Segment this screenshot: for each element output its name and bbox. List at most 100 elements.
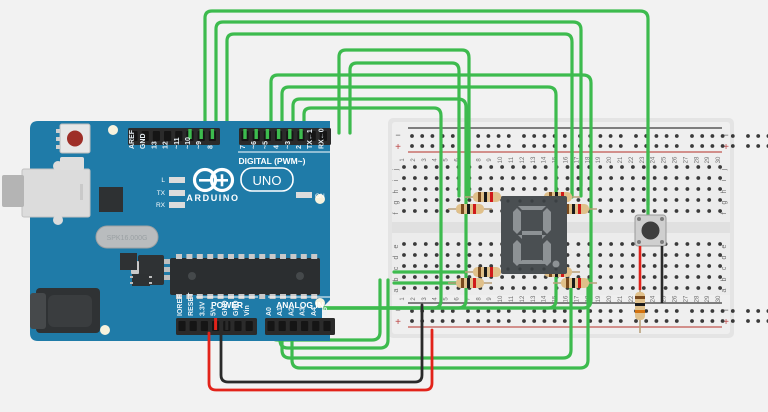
breadboard-hole[interactable] bbox=[718, 187, 722, 191]
rail-hole[interactable] bbox=[496, 144, 501, 148]
breadboard-hole[interactable] bbox=[718, 176, 722, 180]
breadboard-hole[interactable] bbox=[456, 264, 461, 268]
breadboard-hole[interactable] bbox=[576, 176, 581, 180]
breadboard-hole[interactable] bbox=[423, 253, 428, 257]
breadboard-hole[interactable] bbox=[467, 264, 472, 268]
rail-hole[interactable] bbox=[562, 309, 567, 313]
breadboard-hole[interactable] bbox=[543, 286, 548, 290]
breadboard-hole[interactable] bbox=[609, 176, 613, 180]
breadboard-hole[interactable] bbox=[543, 176, 548, 180]
breadboard-hole[interactable] bbox=[445, 198, 450, 202]
breadboard-hole[interactable] bbox=[685, 176, 690, 180]
breadboard-hole[interactable] bbox=[641, 176, 646, 180]
rail-hole[interactable] bbox=[486, 319, 491, 323]
digital-header-right[interactable] bbox=[239, 128, 331, 145]
breadboard-hole[interactable] bbox=[609, 198, 613, 202]
breadboard-hole[interactable] bbox=[663, 198, 668, 202]
rail-hole[interactable] bbox=[552, 309, 557, 313]
rail-hole[interactable] bbox=[674, 144, 679, 148]
breadboard-hole[interactable] bbox=[641, 264, 646, 268]
breadboard-hole[interactable] bbox=[696, 264, 701, 268]
rail-hole[interactable] bbox=[730, 144, 735, 148]
rail-hole[interactable] bbox=[476, 134, 481, 138]
breadboard-hole[interactable] bbox=[423, 187, 428, 191]
header-socket[interactable] bbox=[301, 321, 309, 331]
rail-hole[interactable] bbox=[522, 134, 526, 138]
breadboard-hole[interactable] bbox=[576, 275, 581, 279]
rail-hole[interactable] bbox=[506, 319, 511, 323]
breadboard-hole[interactable] bbox=[663, 176, 668, 180]
breadboard-hole[interactable] bbox=[674, 253, 679, 257]
rail-hole[interactable] bbox=[710, 134, 715, 138]
rail-hole[interactable] bbox=[542, 144, 547, 148]
header-socket[interactable] bbox=[319, 131, 327, 141]
breadboard-hole[interactable] bbox=[663, 165, 668, 169]
breadboard-hole[interactable] bbox=[402, 198, 406, 202]
rail-hole[interactable] bbox=[532, 134, 537, 138]
header-socket[interactable] bbox=[178, 321, 186, 331]
breadboard-hole[interactable] bbox=[413, 198, 417, 202]
breadboard-hole[interactable] bbox=[402, 275, 406, 279]
breadboard-hole[interactable] bbox=[598, 275, 603, 279]
wire-green-2[interactable] bbox=[214, 20, 583, 198]
breadboard-hole[interactable] bbox=[434, 275, 439, 279]
breadboard-hole[interactable] bbox=[620, 165, 624, 169]
breadboard-hole[interactable] bbox=[718, 165, 722, 169]
breadboard-hole[interactable] bbox=[696, 253, 701, 257]
breadboard-hole[interactable] bbox=[413, 165, 417, 169]
breadboard-hole[interactable] bbox=[576, 242, 581, 246]
breadboard-hole[interactable] bbox=[598, 253, 603, 257]
breadboard-hole[interactable] bbox=[663, 275, 668, 279]
breadboard-hole[interactable] bbox=[413, 286, 417, 290]
wire-green-5[interactable] bbox=[348, 61, 461, 198]
breadboard-hole[interactable] bbox=[631, 242, 635, 246]
reset-button[interactable] bbox=[56, 123, 91, 170]
wire-red-5v[interactable] bbox=[207, 328, 434, 392]
breadboard-hole[interactable] bbox=[631, 209, 635, 213]
breadboard-hole[interactable] bbox=[696, 187, 701, 191]
breadboard-hole[interactable] bbox=[456, 253, 461, 257]
rail-hole[interactable] bbox=[562, 319, 567, 323]
resistor-upper-right-2[interactable] bbox=[553, 204, 597, 214]
breadboard-hole[interactable] bbox=[511, 187, 515, 191]
rail-hole[interactable] bbox=[690, 319, 694, 323]
header-socket[interactable] bbox=[175, 131, 183, 141]
breadboard-hole[interactable] bbox=[620, 187, 624, 191]
breadboard-hole[interactable] bbox=[467, 253, 472, 257]
header-socket[interactable] bbox=[289, 321, 297, 331]
breadboard-hole[interactable] bbox=[576, 165, 581, 169]
breadboard-hole[interactable] bbox=[652, 165, 657, 169]
rail-hole[interactable] bbox=[522, 309, 526, 313]
breadboard-hole[interactable] bbox=[500, 286, 504, 290]
rail-hole[interactable] bbox=[664, 319, 669, 323]
breadboard-hole[interactable] bbox=[445, 242, 450, 246]
rail-hole[interactable] bbox=[410, 144, 414, 148]
rail-hole[interactable] bbox=[450, 144, 455, 148]
breadboard-hole[interactable] bbox=[598, 198, 603, 202]
breadboard-hole[interactable] bbox=[641, 187, 646, 191]
rail-hole[interactable] bbox=[674, 319, 679, 323]
breadboard-hole[interactable] bbox=[598, 176, 603, 180]
rail-hole[interactable] bbox=[654, 319, 659, 323]
breadboard-hole[interactable] bbox=[489, 286, 494, 290]
rail-hole[interactable] bbox=[542, 319, 547, 323]
breadboard-hole[interactable] bbox=[707, 209, 712, 213]
breadboard-hole[interactable] bbox=[532, 165, 537, 169]
breadboard-hole[interactable] bbox=[685, 286, 690, 290]
rail-hole[interactable] bbox=[578, 319, 582, 323]
rail-hole[interactable] bbox=[450, 319, 455, 323]
wire-green-3[interactable] bbox=[225, 32, 574, 198]
breadboard-hole[interactable] bbox=[663, 209, 668, 213]
breadboard-hole[interactable] bbox=[402, 176, 406, 180]
breadboard-hole[interactable] bbox=[413, 176, 417, 180]
breadboard-hole[interactable] bbox=[565, 187, 570, 191]
tactile-pushbutton[interactable] bbox=[634, 214, 667, 247]
rail-hole[interactable] bbox=[730, 309, 735, 313]
rail-hole[interactable] bbox=[420, 144, 425, 148]
rail-hole[interactable] bbox=[700, 134, 705, 138]
breadboard-hole[interactable] bbox=[598, 286, 603, 290]
rail-hole[interactable] bbox=[476, 319, 481, 323]
rail-hole[interactable] bbox=[466, 309, 470, 313]
breadboard-hole[interactable] bbox=[434, 198, 439, 202]
breadboard-hole[interactable] bbox=[631, 253, 635, 257]
